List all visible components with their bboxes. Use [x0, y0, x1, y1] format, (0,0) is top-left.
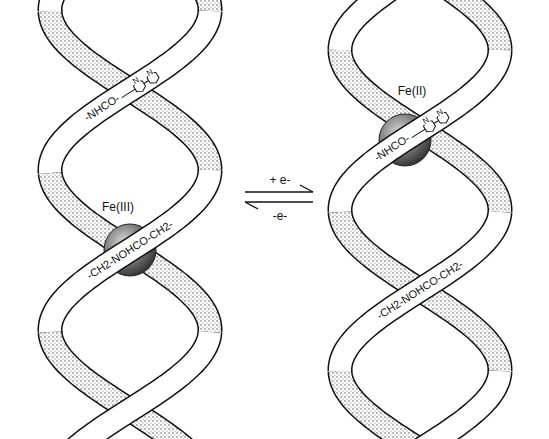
strand-outline [377, 371, 500, 439]
amide-label: -NHCO- [82, 92, 123, 124]
bipyridine [410, 112, 451, 143]
front-strand [340, 50, 500, 212]
stippled-strand [174, 0, 210, 11]
ring-bond [434, 121, 439, 124]
reverse-arrow [245, 201, 313, 202]
front-strand [52, 332, 210, 439]
half-arrowhead [245, 202, 258, 209]
reduction-label: + e- [268, 174, 291, 186]
front-strands [50, 0, 500, 439]
strand-outline [174, 0, 210, 11]
front-strand [50, 0, 86, 11]
iron-label: Fe(III) [101, 201, 135, 213]
nitrogen-atom: N [435, 108, 444, 118]
strand-outline [340, 50, 500, 212]
strand-outline [50, 170, 210, 332]
front-strand [377, 371, 500, 439]
amide-bond [122, 89, 135, 97]
hydroxamate-label: -CH2-NOHCO-CH2- [374, 258, 466, 322]
nitrogen-atom: N [422, 116, 431, 126]
nitrogen-atom: N [132, 76, 141, 86]
strand-outline [340, 212, 500, 371]
forward-arrow [245, 191, 313, 192]
iron-ions [104, 114, 431, 276]
half-arrowhead [300, 185, 313, 192]
stippled-strand [404, 0, 500, 50]
strand-outline [404, 0, 500, 50]
stippled-strand [340, 212, 500, 371]
amide-bond [412, 129, 425, 137]
strand-outline [52, 332, 210, 439]
front-strand [50, 11, 210, 173]
front-strand [340, 0, 436, 50]
ring-bond [144, 81, 149, 84]
strand-outline [340, 0, 436, 50]
stippled-strand [340, 50, 500, 212]
front-strand [340, 212, 500, 371]
strand-outline [50, 11, 210, 173]
strand-outline [340, 50, 500, 212]
hydroxamate-label: -CH2-NOHCO-CH2- [84, 218, 176, 282]
strand-outline [340, 212, 500, 371]
nitrogen-atom: N [145, 68, 154, 78]
bipyridine [120, 72, 161, 103]
iron-label: Fe(II) [397, 85, 428, 97]
oxidation-label: -e- [272, 210, 289, 222]
front-strand [50, 170, 210, 332]
bipyridine-rings [120, 72, 451, 143]
amide-label: -NHCO- [372, 132, 413, 164]
back-strands [50, 0, 500, 439]
equilibrium-arrows [245, 185, 313, 209]
strand-outline [50, 0, 86, 11]
